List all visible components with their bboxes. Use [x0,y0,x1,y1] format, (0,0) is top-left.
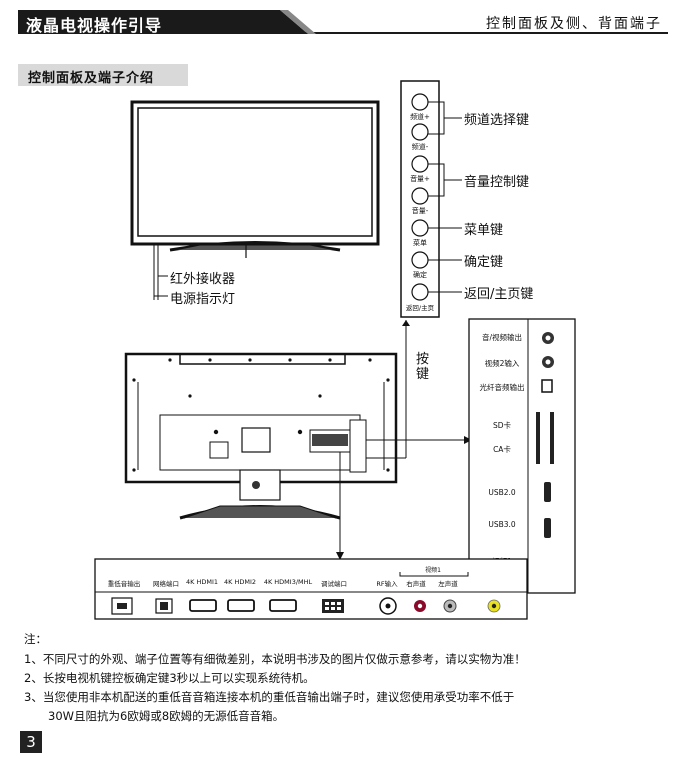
key-label-vol-up: 音量+ [410,175,430,183]
side-label-av-out: 音/视频输出 [481,333,523,342]
callout-channel: 频道选择键 [464,113,530,128]
port-label-subwoofer: 重低音输出 [107,580,141,588]
key-label-back: 返回/主页 [405,304,435,312]
power-indicator-label: 电源指示灯 [170,292,236,307]
port-label-hdmi1: 4K HDMI1 [185,578,219,586]
callout-back: 返回/主页键 [464,287,534,302]
side-label-usb3: USB3.0 [488,520,516,529]
header-title-right: 控制面板及侧、背面端子 [486,16,662,32]
notes-heading: 注： [24,632,47,646]
side-label-optical-out: 光纤音频输出 [479,383,525,392]
header-title-left: 液晶电视操作引导 [26,16,163,35]
key-vertical-label-2: 键 [416,367,430,382]
section-title-bar [18,64,188,86]
port-label-debug: 调试端口 [321,580,347,588]
side-label-usb2: USB2.0 [488,488,516,497]
note-item-1: 1、不同尺寸的外观、端子位置等有细微差别，本说明书涉及的图片仅做示意参考，请以实… [24,652,526,666]
key-panel [400,80,440,318]
note-item-4: 30W且阻抗为6欧姆或8欧姆的无源低音音箱。 [48,709,285,723]
callout-volume: 音量控制键 [464,175,530,190]
side-label-video2-in: 视频2输入 [484,359,520,368]
port-label-video1-bracket: 视频1 [418,565,448,574]
bottom-panel [94,558,528,620]
port-label-right: 右声道 [406,580,426,588]
note-item-3: 3、当您使用非本机配送的重低音音箱连接本机的重低音输出端子时，建议您使用承受功率… [24,690,515,704]
tv-back-diagram [124,320,472,560]
tv-front-diagram [130,100,380,300]
callout-menu: 菜单键 [464,223,504,238]
key-label-vol-down: 音量- [411,207,429,215]
port-label-hdmi2: 4K HDMI2 [223,578,257,586]
port-label-hdmi3: 4K HDMI3/MHL [263,578,313,586]
section-title: 控制面板及端子介绍 [28,71,155,86]
key-vertical-label-1: 按 [416,352,430,367]
port-label-lan: 网络端口 [153,580,179,588]
port-label-rf: RF输入 [376,580,398,588]
port-label-left: 左声道 [438,580,458,588]
note-item-2: 2、长按电视机键控板确定键3秒以上可以实现系统待机。 [24,671,315,685]
ir-receiver-label: 红外接收器 [170,272,236,287]
front-callout-lines [153,244,168,297]
side-label-sd-card: SD卡 [492,421,512,430]
key-callout-lines [428,101,462,293]
key-label-menu: 菜单 [413,239,427,247]
key-label-ch-down: 频道- [411,143,429,151]
key-label-ch-up: 频道+ [410,113,430,121]
header-bar [18,10,668,34]
key-label-ok: 确定 [413,271,427,279]
side-label-ca-card: CA卡 [493,445,511,454]
side-panel [468,318,576,594]
page-number: 3 [20,731,42,753]
callout-ok: 确定键 [464,255,504,270]
